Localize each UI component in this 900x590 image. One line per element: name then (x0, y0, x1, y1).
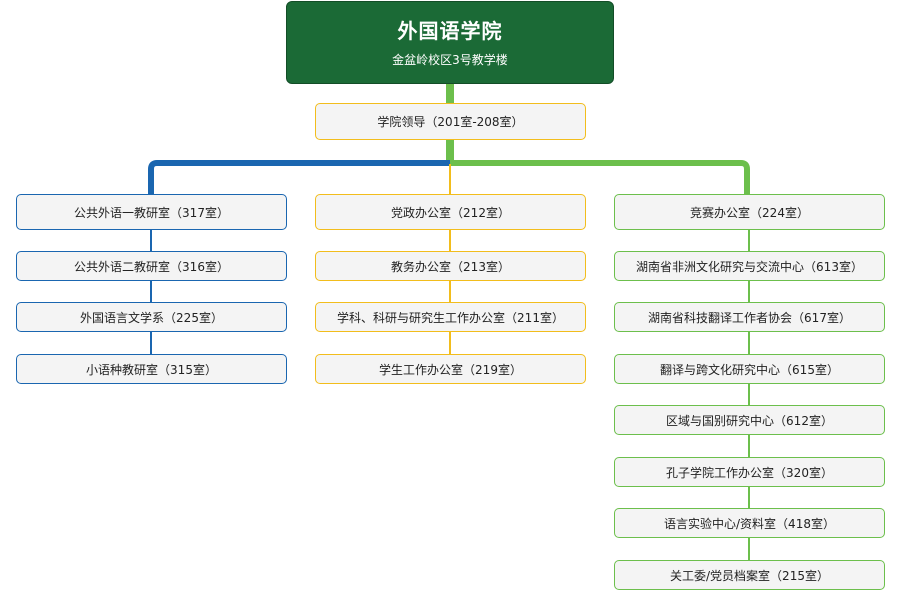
org-node: 孔子学院工作办公室（320室） (614, 457, 885, 487)
org-node: 公共外语一教研室（317室） (16, 194, 287, 230)
org-node: 翻译与跨文化研究中心（615室） (614, 354, 885, 384)
branch-line-right (450, 160, 750, 194)
org-node: 区域与国别研究中心（612室） (614, 405, 885, 435)
org-node: 外国语言文学系（225室） (16, 302, 287, 332)
org-node: 党政办公室（212室） (315, 194, 586, 230)
org-node: 湖南省非洲文化研究与交流中心（613室） (614, 251, 885, 281)
org-node: 湖南省科技翻译工作者协会（617室） (614, 302, 885, 332)
leadership-node: 学院领导（201室-208室） (315, 103, 586, 140)
branch-line-left (148, 160, 450, 194)
org-node: 学生工作办公室（219室） (315, 354, 586, 384)
org-node: 关工委/党员档案室（215室） (614, 560, 885, 590)
root-node: 外国语学院 金盆岭校区3号教学楼 (286, 1, 614, 84)
org-node: 教务办公室（213室） (315, 251, 586, 281)
root-subtitle: 金盆岭校区3号教学楼 (392, 52, 508, 67)
org-node: 小语种教研室（315室） (16, 354, 287, 384)
root-title: 外国语学院 (397, 18, 503, 43)
org-node: 学科、科研与研究生工作办公室（211室） (315, 302, 586, 332)
org-node: 语言实验中心/资料室（418室） (614, 508, 885, 538)
org-node: 竞赛办公室（224室） (614, 194, 885, 230)
org-node: 公共外语二教研室（316室） (16, 251, 287, 281)
